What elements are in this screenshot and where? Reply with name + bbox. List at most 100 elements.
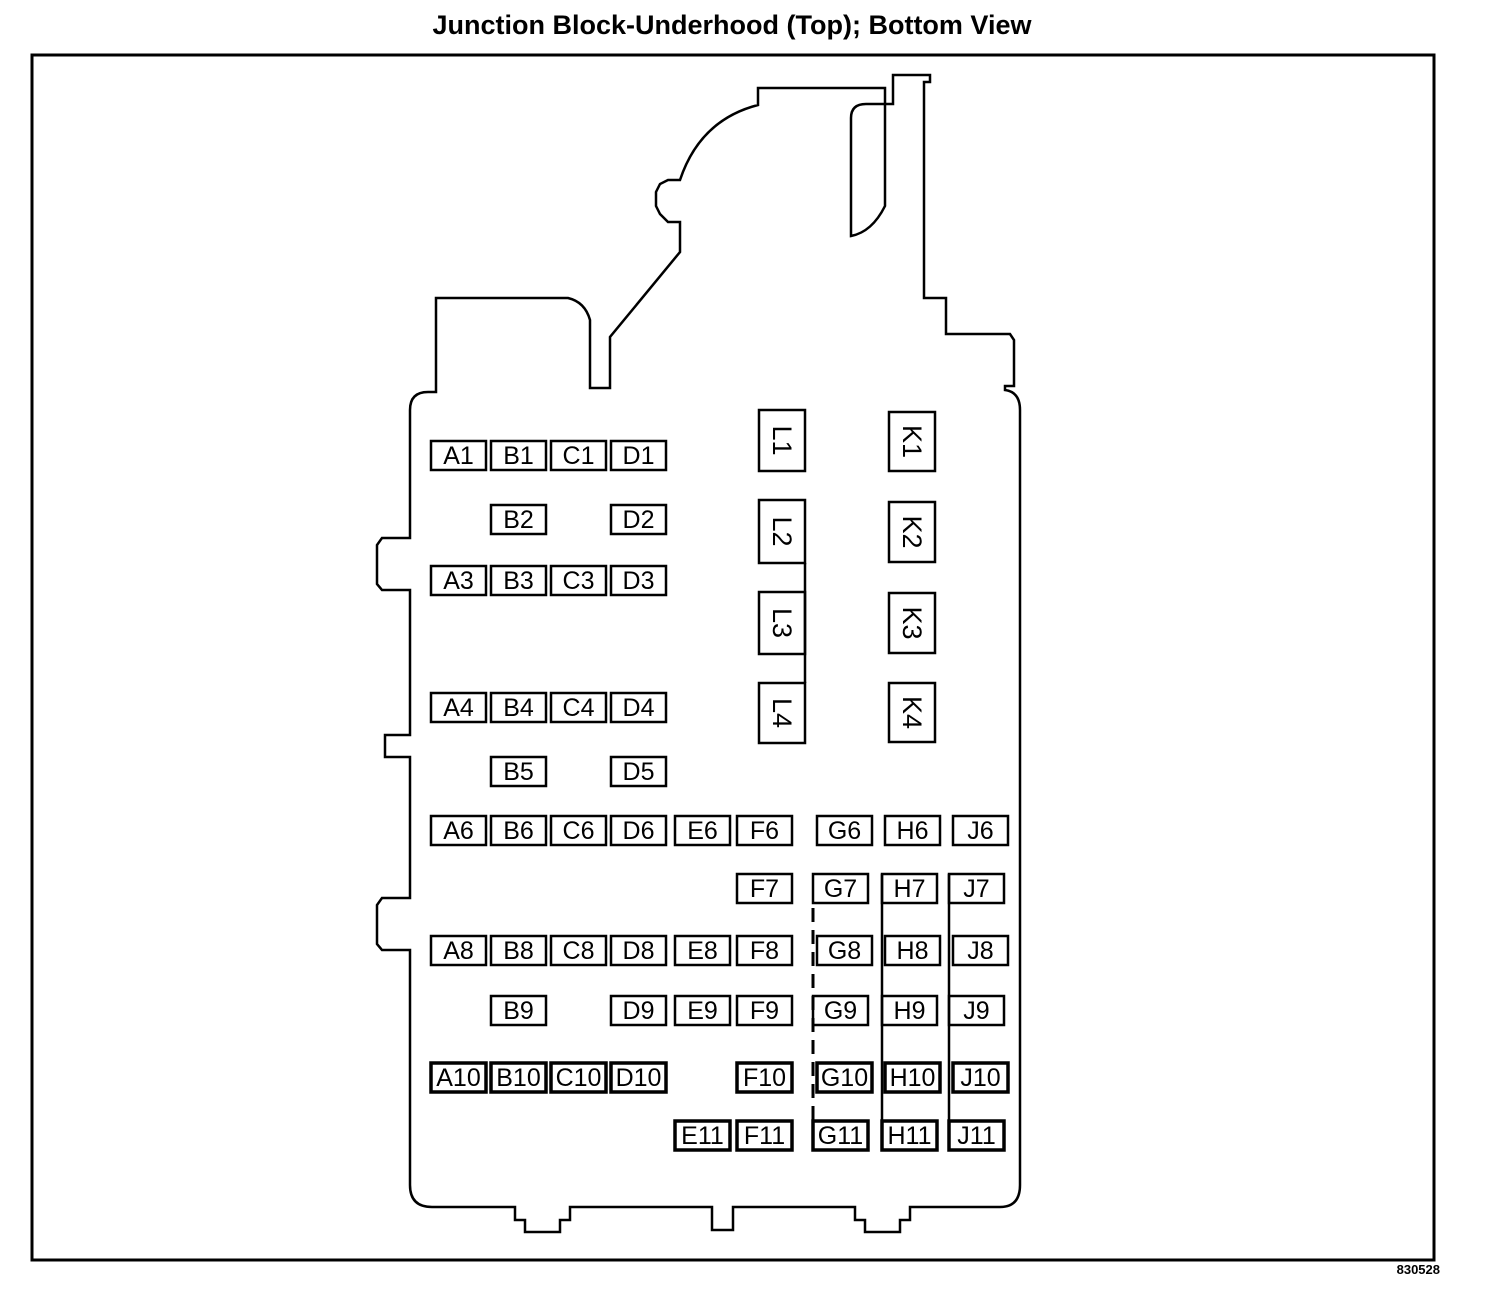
fuse-cavity-label: J10 xyxy=(960,1064,1000,1092)
relay-k4: K4 xyxy=(887,681,937,744)
fuse-cavity-b3: B3 xyxy=(489,564,548,597)
fuse-cavity-box xyxy=(489,814,548,847)
fuse-cavity-box xyxy=(609,564,668,597)
fuse-cavity-box xyxy=(489,934,548,967)
fuse-cavity-a3: A3 xyxy=(429,564,488,597)
fuse-cavity-j9: J9 xyxy=(947,994,1006,1027)
fuse-cavity-box xyxy=(815,814,874,847)
fuse-cavity-box xyxy=(947,1119,1006,1152)
fuse-cavity-j6: J6 xyxy=(951,814,1010,847)
fuse-cavity-box xyxy=(609,934,668,967)
fuse-cavity-label: B9 xyxy=(503,997,534,1025)
fuse-cavity-box xyxy=(811,994,870,1027)
fuse-cavity-c3: C3 xyxy=(549,564,608,597)
figure-id: 830528 xyxy=(1396,1262,1440,1277)
fuse-cavity-label: C10 xyxy=(556,1064,602,1092)
relay-l3: L3 xyxy=(757,590,807,656)
relay-box xyxy=(887,500,937,564)
fuse-cavity-box xyxy=(609,503,668,536)
relay-k1: K1 xyxy=(887,410,937,473)
fuse-cavity-box xyxy=(489,994,548,1027)
fuse-cavity-b6: B6 xyxy=(489,814,548,847)
fuse-cavity-label: A4 xyxy=(443,694,474,722)
relay-k2: K2 xyxy=(887,500,937,564)
fuse-cavity-box xyxy=(735,872,794,905)
fuse-cavity-label: G8 xyxy=(828,937,861,965)
fuse-cavity-box xyxy=(951,1061,1010,1094)
fuse-cavity-box xyxy=(735,814,794,847)
fuse-cavity-label: A6 xyxy=(443,817,474,845)
fuse-cavity-box xyxy=(609,1061,668,1094)
fuse-cavity-a1: A1 xyxy=(429,439,488,472)
relay-box xyxy=(757,498,807,565)
relay-label: L2 xyxy=(767,516,797,546)
fuse-cavity-box xyxy=(609,691,668,724)
fuse-cavity-d9: D9 xyxy=(609,994,668,1027)
fuse-cavity-label: G6 xyxy=(828,817,861,845)
fuse-cavity-label: D2 xyxy=(623,506,655,534)
fuse-cavity-label: A8 xyxy=(443,937,474,965)
fuse-cavity-b1: B1 xyxy=(489,439,548,472)
fuse-cavity-box xyxy=(673,814,732,847)
fuse-cavity-e6: E6 xyxy=(673,814,732,847)
fuse-cavity-box xyxy=(883,1061,942,1094)
fuse-cavity-label: J9 xyxy=(963,997,989,1025)
fuse-cavity-h11: H11 xyxy=(880,1119,939,1152)
relay-l1: L1 xyxy=(757,408,807,473)
fuse-cavity-label: B6 xyxy=(503,817,534,845)
fuse-cavity-label: D9 xyxy=(623,997,655,1025)
fuse-cavity-e8: E8 xyxy=(673,934,732,967)
relay-label: K4 xyxy=(897,696,927,729)
fuse-cavity-f11: F11 xyxy=(735,1119,794,1152)
fuse-cavity-f8: F8 xyxy=(735,934,794,967)
fuse-cavity-d4: D4 xyxy=(609,691,668,724)
fuse-cavity-label: D6 xyxy=(623,817,655,845)
fuse-cavity-box xyxy=(947,994,1006,1027)
fuse-cavity-box xyxy=(735,1061,794,1094)
fuse-cavity-label: H10 xyxy=(890,1064,936,1092)
fuse-cavity-g11: G11 xyxy=(811,1119,870,1152)
fuse-cavity-b4: B4 xyxy=(489,691,548,724)
fuse-cavity-box xyxy=(549,439,608,472)
fuse-cavity-c10: C10 xyxy=(549,1061,608,1094)
fuse-cavity-f9: F9 xyxy=(735,994,794,1027)
fuse-cavity-label: D1 xyxy=(623,442,655,470)
fuse-cavity-box xyxy=(811,872,870,905)
fuse-cavity-label: C1 xyxy=(563,442,595,470)
fuse-cavity-label: G11 xyxy=(818,1122,863,1150)
fuse-cavity-label: B8 xyxy=(503,937,534,965)
fuse-cavity-box xyxy=(609,755,668,788)
fuse-cavity-label: H11 xyxy=(887,1122,931,1150)
relay-k3: K3 xyxy=(887,591,937,655)
fuse-cavity-box xyxy=(883,814,942,847)
fuse-cavity-box xyxy=(549,934,608,967)
fuse-cavity-box xyxy=(609,439,668,472)
fuse-cavity-c8: C8 xyxy=(549,934,608,967)
fuse-cavity-box xyxy=(429,814,488,847)
fuse-cavity-label: C3 xyxy=(563,567,595,595)
fuse-cavity-d8: D8 xyxy=(609,934,668,967)
fuse-cavity-box xyxy=(609,814,668,847)
fuse-cavity-label: B4 xyxy=(503,694,534,722)
fuse-cavity-box xyxy=(549,1061,608,1094)
fuse-cavity-label: C6 xyxy=(563,817,595,845)
fuse-cavity-g8: G8 xyxy=(815,934,874,967)
fuse-cavity-h9: H9 xyxy=(880,994,939,1027)
fuse-cavity-e11: E11 xyxy=(673,1119,732,1152)
fuse-cavity-label: E11 xyxy=(681,1122,724,1150)
fuse-cavity-box xyxy=(429,934,488,967)
fuse-cavity-box xyxy=(735,1119,794,1152)
fuse-cavity-label: D3 xyxy=(623,567,655,595)
fuse-cavity-j7: J7 xyxy=(947,872,1006,905)
fuse-cavity-label: B1 xyxy=(503,442,534,470)
fuse-cavity-box xyxy=(489,503,548,536)
fuse-cavity-box xyxy=(609,994,668,1027)
fuse-cavity-label: E8 xyxy=(687,937,718,965)
fuse-cavity-label: B2 xyxy=(503,506,534,534)
fuse-cavity-box xyxy=(815,1061,874,1094)
fuse-cavity-box xyxy=(429,691,488,724)
fuse-cavity-g9: G9 xyxy=(811,994,870,1027)
fuse-cavity-label: F7 xyxy=(750,875,779,903)
